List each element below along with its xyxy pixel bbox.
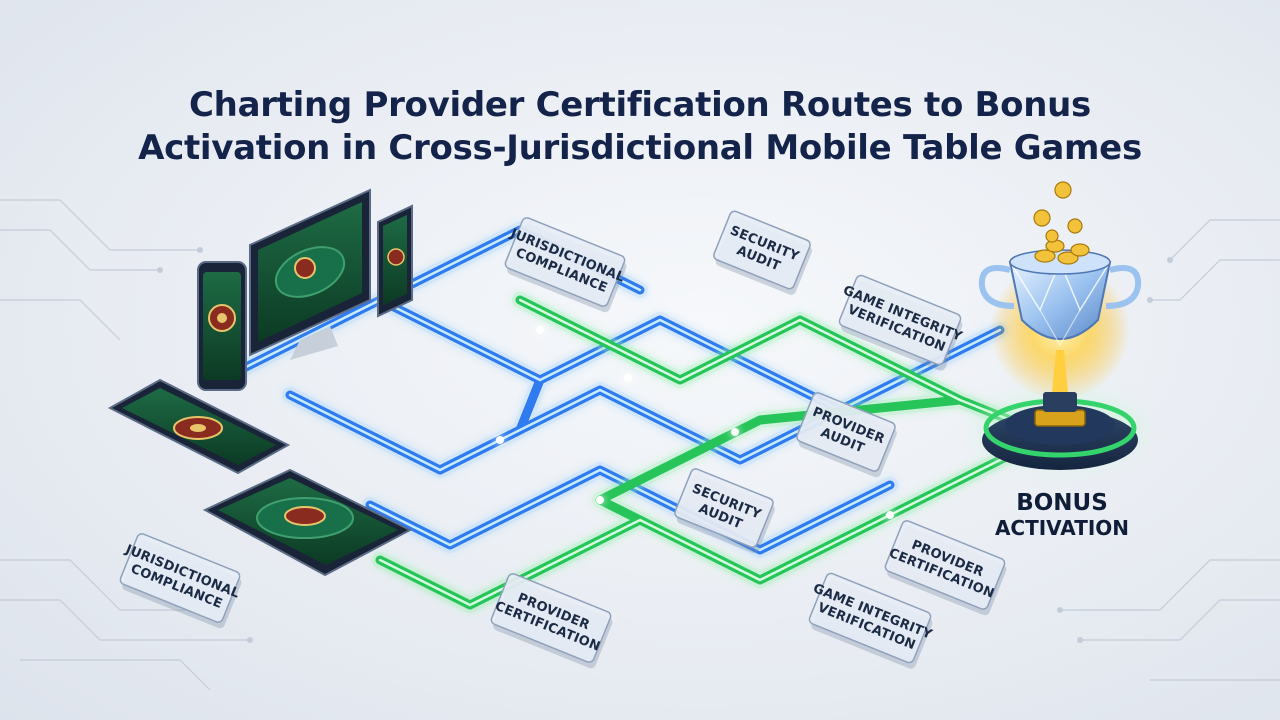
green-route-network bbox=[372, 292, 1018, 613]
smartphone-icon bbox=[197, 261, 247, 391]
smartphone-icon bbox=[377, 204, 413, 318]
diagram-title: Charting Provider Certification Routes t… bbox=[0, 84, 1280, 170]
bonus-line-1: BONUS bbox=[1016, 490, 1108, 516]
bonus-trophy bbox=[978, 181, 1142, 470]
title-line-2: Activation in Cross-Jurisdictional Mobil… bbox=[138, 128, 1142, 168]
bonus-activation-label: BONUS ACTIVATION bbox=[995, 490, 1129, 540]
title-line-1: Charting Provider Certification Routes t… bbox=[189, 85, 1091, 125]
roulette-wheel-icon bbox=[294, 257, 316, 279]
tablet-icon bbox=[202, 468, 413, 577]
roulette-wheel-icon bbox=[284, 506, 326, 526]
monitor-icon bbox=[249, 188, 371, 360]
gold-coin-icon bbox=[1033, 181, 1090, 265]
bonus-line-2: ACTIVATION bbox=[995, 516, 1129, 540]
circuit-background bbox=[0, 199, 1280, 691]
smartphone-icon bbox=[107, 378, 291, 475]
